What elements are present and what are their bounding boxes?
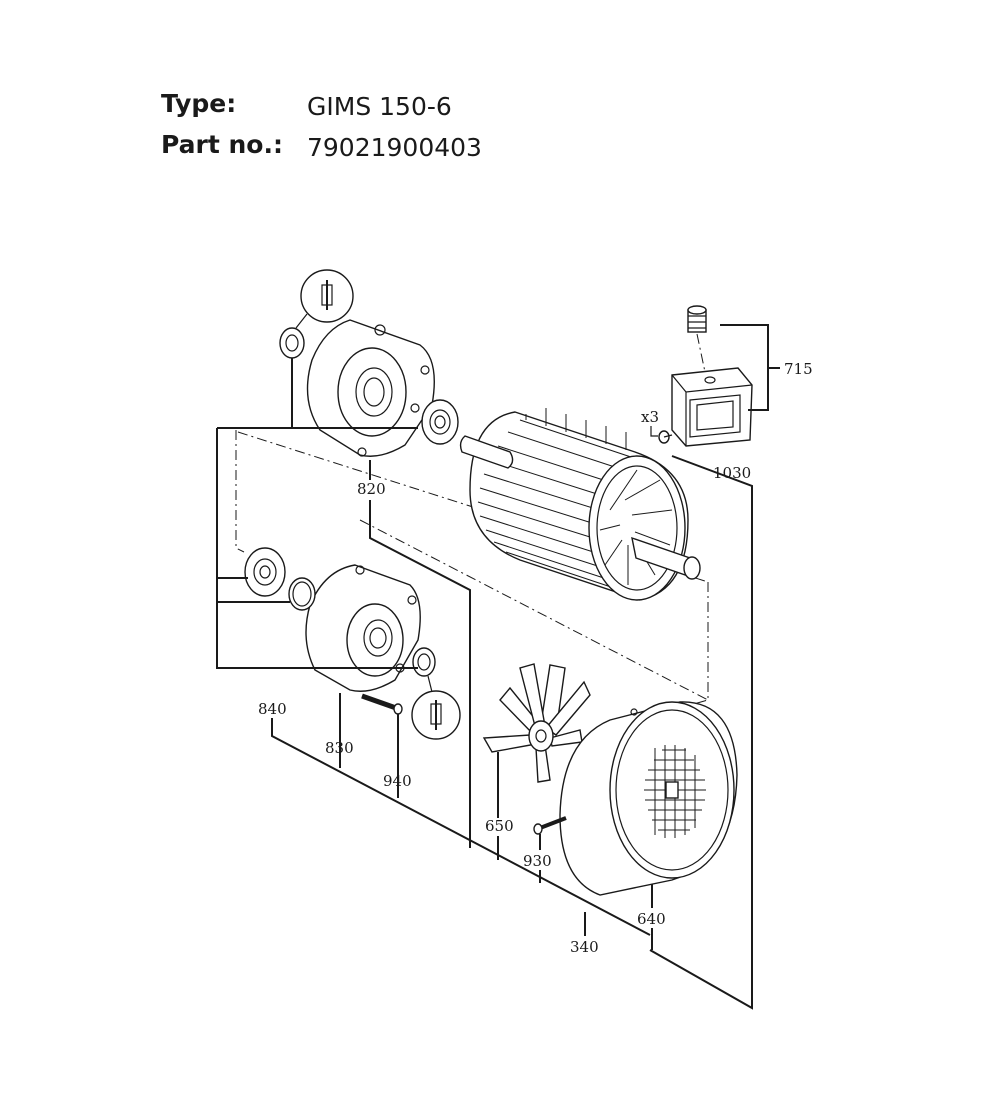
part-number-value: 79021900403 xyxy=(307,133,482,162)
part-label-840: 840 xyxy=(258,700,287,718)
part-label-830: 830 xyxy=(325,739,354,757)
seal-detail-callout-upper xyxy=(295,269,354,329)
seal-detail-callout-lower xyxy=(411,675,461,740)
bearing-upper[interactable] xyxy=(421,399,459,445)
type-value: GIMS 150-6 xyxy=(307,92,452,121)
part-label-340: 340 xyxy=(570,938,599,956)
motor-housing-rotor[interactable] xyxy=(459,408,701,601)
type-label: Type: xyxy=(161,89,237,118)
shaft-seal-upper[interactable] xyxy=(279,327,305,359)
end-shield-lower[interactable] xyxy=(305,564,421,692)
fan-cover[interactable] xyxy=(559,701,738,896)
end-shield-upper[interactable] xyxy=(306,319,435,457)
screw-930[interactable] xyxy=(533,816,567,835)
retaining-ring-lower[interactable] xyxy=(288,577,316,611)
part-label-930: 930 xyxy=(523,852,552,870)
cable-gland[interactable] xyxy=(687,305,707,373)
quantity-x3: x3 xyxy=(641,408,659,426)
terminal-box[interactable] xyxy=(671,367,753,447)
part-label-715: 715 xyxy=(784,360,813,378)
part-label-1030: 1030 xyxy=(713,464,751,482)
part-label-940: 940 xyxy=(383,772,412,790)
part-number-label: Part no.: xyxy=(161,130,283,159)
bearing-lower[interactable] xyxy=(244,547,286,597)
part-label-650: 650 xyxy=(485,817,514,835)
leader-lines xyxy=(216,324,780,1010)
cooling-fan[interactable] xyxy=(482,663,591,783)
bolt-940[interactable] xyxy=(361,693,403,715)
part-label-820: 820 xyxy=(357,480,386,498)
screw-1030[interactable] xyxy=(658,430,673,444)
part-label-640: 640 xyxy=(637,910,666,928)
shaft-seal-lower[interactable] xyxy=(412,647,436,677)
